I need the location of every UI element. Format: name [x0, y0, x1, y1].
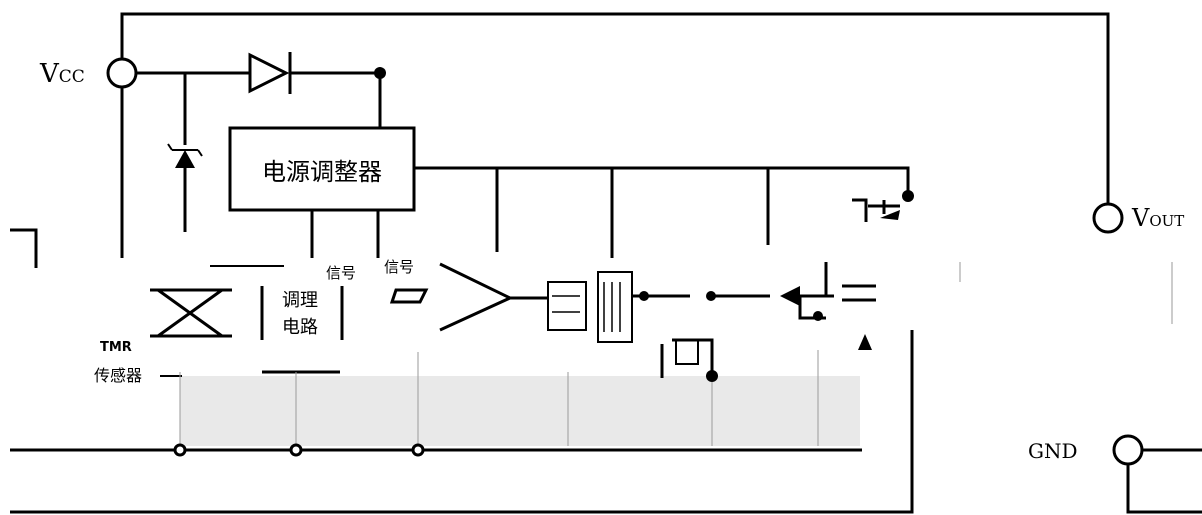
junction-dot-driver — [706, 370, 718, 382]
signal-label-a: 信号 — [326, 264, 356, 282]
junction-dot-output — [813, 311, 823, 321]
tmr-label: TMR — [100, 340, 132, 355]
output-transistor-symbol — [852, 198, 900, 222]
power-regulator-label: 电源调整器 — [262, 158, 382, 186]
comparator-symbol — [389, 262, 548, 332]
shaded-ground-region — [180, 376, 860, 446]
bottom-rail — [10, 330, 914, 514]
ground-node-2 — [289, 443, 303, 457]
output-stage-symbol — [780, 262, 876, 350]
signal-conditioning-label-line2: 电路 — [282, 317, 318, 338]
signal-conditioning-block — [260, 286, 344, 374]
gnd-terminal-wire — [1126, 448, 1202, 514]
diode-symbol — [248, 52, 292, 94]
signal-label-b: 信号 — [384, 258, 414, 276]
signal-conditioning-label-line1: 调理 — [282, 290, 318, 311]
gnd-label: GND — [1028, 439, 1078, 463]
vcc-terminal — [106, 57, 138, 89]
vout-terminal — [1092, 202, 1124, 234]
logic-block-2 — [597, 271, 633, 343]
zener-diode-symbol — [167, 143, 203, 168]
vout-label: VOUT — [1131, 204, 1184, 232]
ground-node-1 — [173, 443, 187, 457]
junction-dot-right — [902, 190, 914, 202]
gnd-terminal — [1112, 434, 1144, 466]
driver-transistor-symbol — [660, 338, 714, 378]
regulator-output-bus — [414, 166, 910, 196]
left-edge-wire — [10, 228, 38, 268]
junction-dot-top — [374, 67, 386, 79]
diode-output-wire — [290, 71, 382, 128]
top-supply-rail — [120, 12, 1110, 205]
tmr-sensor-bridge — [150, 265, 284, 338]
power-regulator-block — [228, 126, 416, 212]
ground-node-3 — [411, 443, 425, 457]
logic-block-1 — [547, 281, 587, 331]
vcc-label: VCC — [39, 59, 85, 89]
tmr-sensor-label: 传感器 — [94, 366, 142, 385]
